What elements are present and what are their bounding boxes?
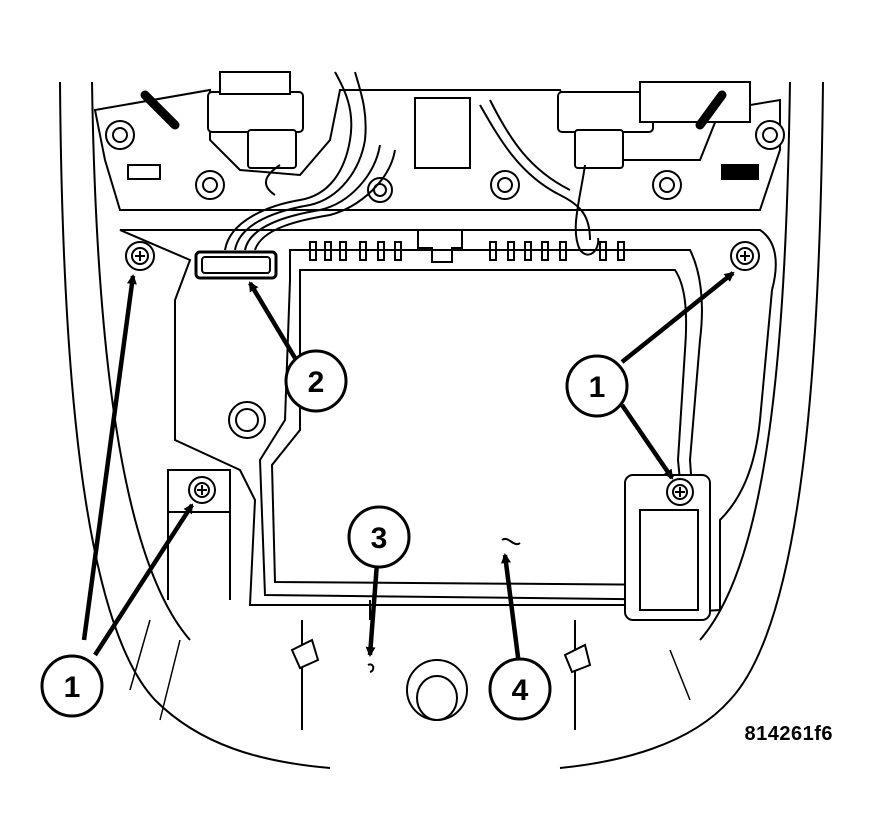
callout-1-right: 1 [565, 354, 629, 418]
callout-4-label: 4 [512, 674, 529, 707]
callout-3-label: 3 [371, 522, 388, 555]
lower-parts [290, 537, 592, 730]
upper-bracket [93, 71, 785, 211]
fastener-screw-upper-right [730, 241, 760, 271]
arrow-callout-3 [365, 562, 380, 657]
vent-slots [309, 230, 625, 263]
arrow-callout-1-to-lower-right-screw [620, 403, 674, 480]
callout-4: 4 [488, 657, 552, 721]
callout-2-label: 2 [308, 366, 325, 399]
module-housing [119, 229, 777, 617]
callout-1-right-label: 1 [589, 371, 606, 404]
fastener-screw-lower-left [167, 469, 231, 600]
callout-1-left: 1 [40, 654, 104, 718]
fastener-screw-upper-left [125, 241, 155, 271]
callout-1-left-label: 1 [64, 671, 81, 704]
locator-post [228, 401, 266, 439]
arrow-callout-1-to-upper-left-screw [81, 274, 137, 641]
wiring-harness [224, 71, 600, 256]
callout-3: 3 [347, 505, 411, 569]
arrow-callout-4 [501, 553, 522, 666]
leader-arrows [81, 271, 735, 666]
console-housing [59, 81, 824, 769]
figure-id: 814261f6 [744, 723, 833, 745]
fastener-screw-lower-right [624, 474, 711, 621]
arrow-callout-2-to-connector [248, 281, 297, 360]
connector [194, 250, 278, 280]
arrow-callout-1-to-lower-left-screw [93, 503, 194, 657]
callout-2: 2 [284, 349, 348, 413]
arrow-callout-1-to-upper-right-screw [620, 271, 735, 364]
